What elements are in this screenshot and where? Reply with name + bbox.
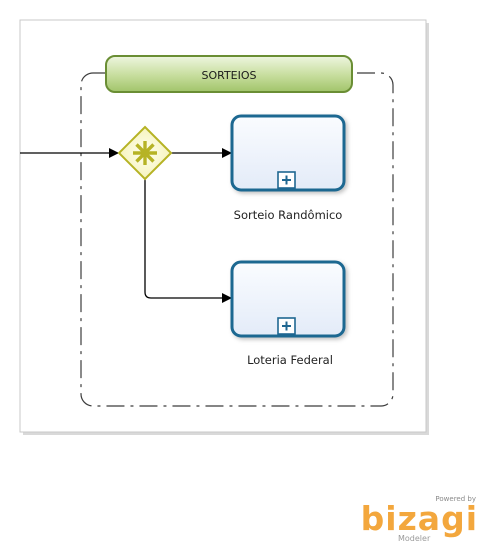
sequence-flow-to-loteria-federal[interactable] — [144, 178, 232, 303]
bizagi-watermark: Powered by bizagi Modeler — [361, 495, 478, 543]
task-label-loteria-federal: Loteria Federal — [247, 353, 333, 367]
complex-gateway[interactable] — [117, 125, 173, 181]
modeler-text: Modeler — [398, 534, 431, 543]
collapsed-subprocess-plus-icon — [277, 171, 296, 189]
bizagi-logo: bizagi — [361, 499, 478, 538]
group-title: SORTEIOS — [201, 69, 256, 82]
complex-gateway-asterisk-icon — [133, 141, 157, 165]
subprocess-sorteio-randomico[interactable] — [230, 114, 346, 192]
task-label-sorteio-randomico: Sorteio Randômico — [234, 208, 343, 222]
collapsed-subprocess-plus-icon — [277, 317, 296, 335]
group-header[interactable]: SORTEIOS — [105, 55, 353, 93]
subprocess-loteria-federal[interactable] — [230, 260, 346, 338]
powered-by-text: Powered by — [435, 495, 476, 503]
